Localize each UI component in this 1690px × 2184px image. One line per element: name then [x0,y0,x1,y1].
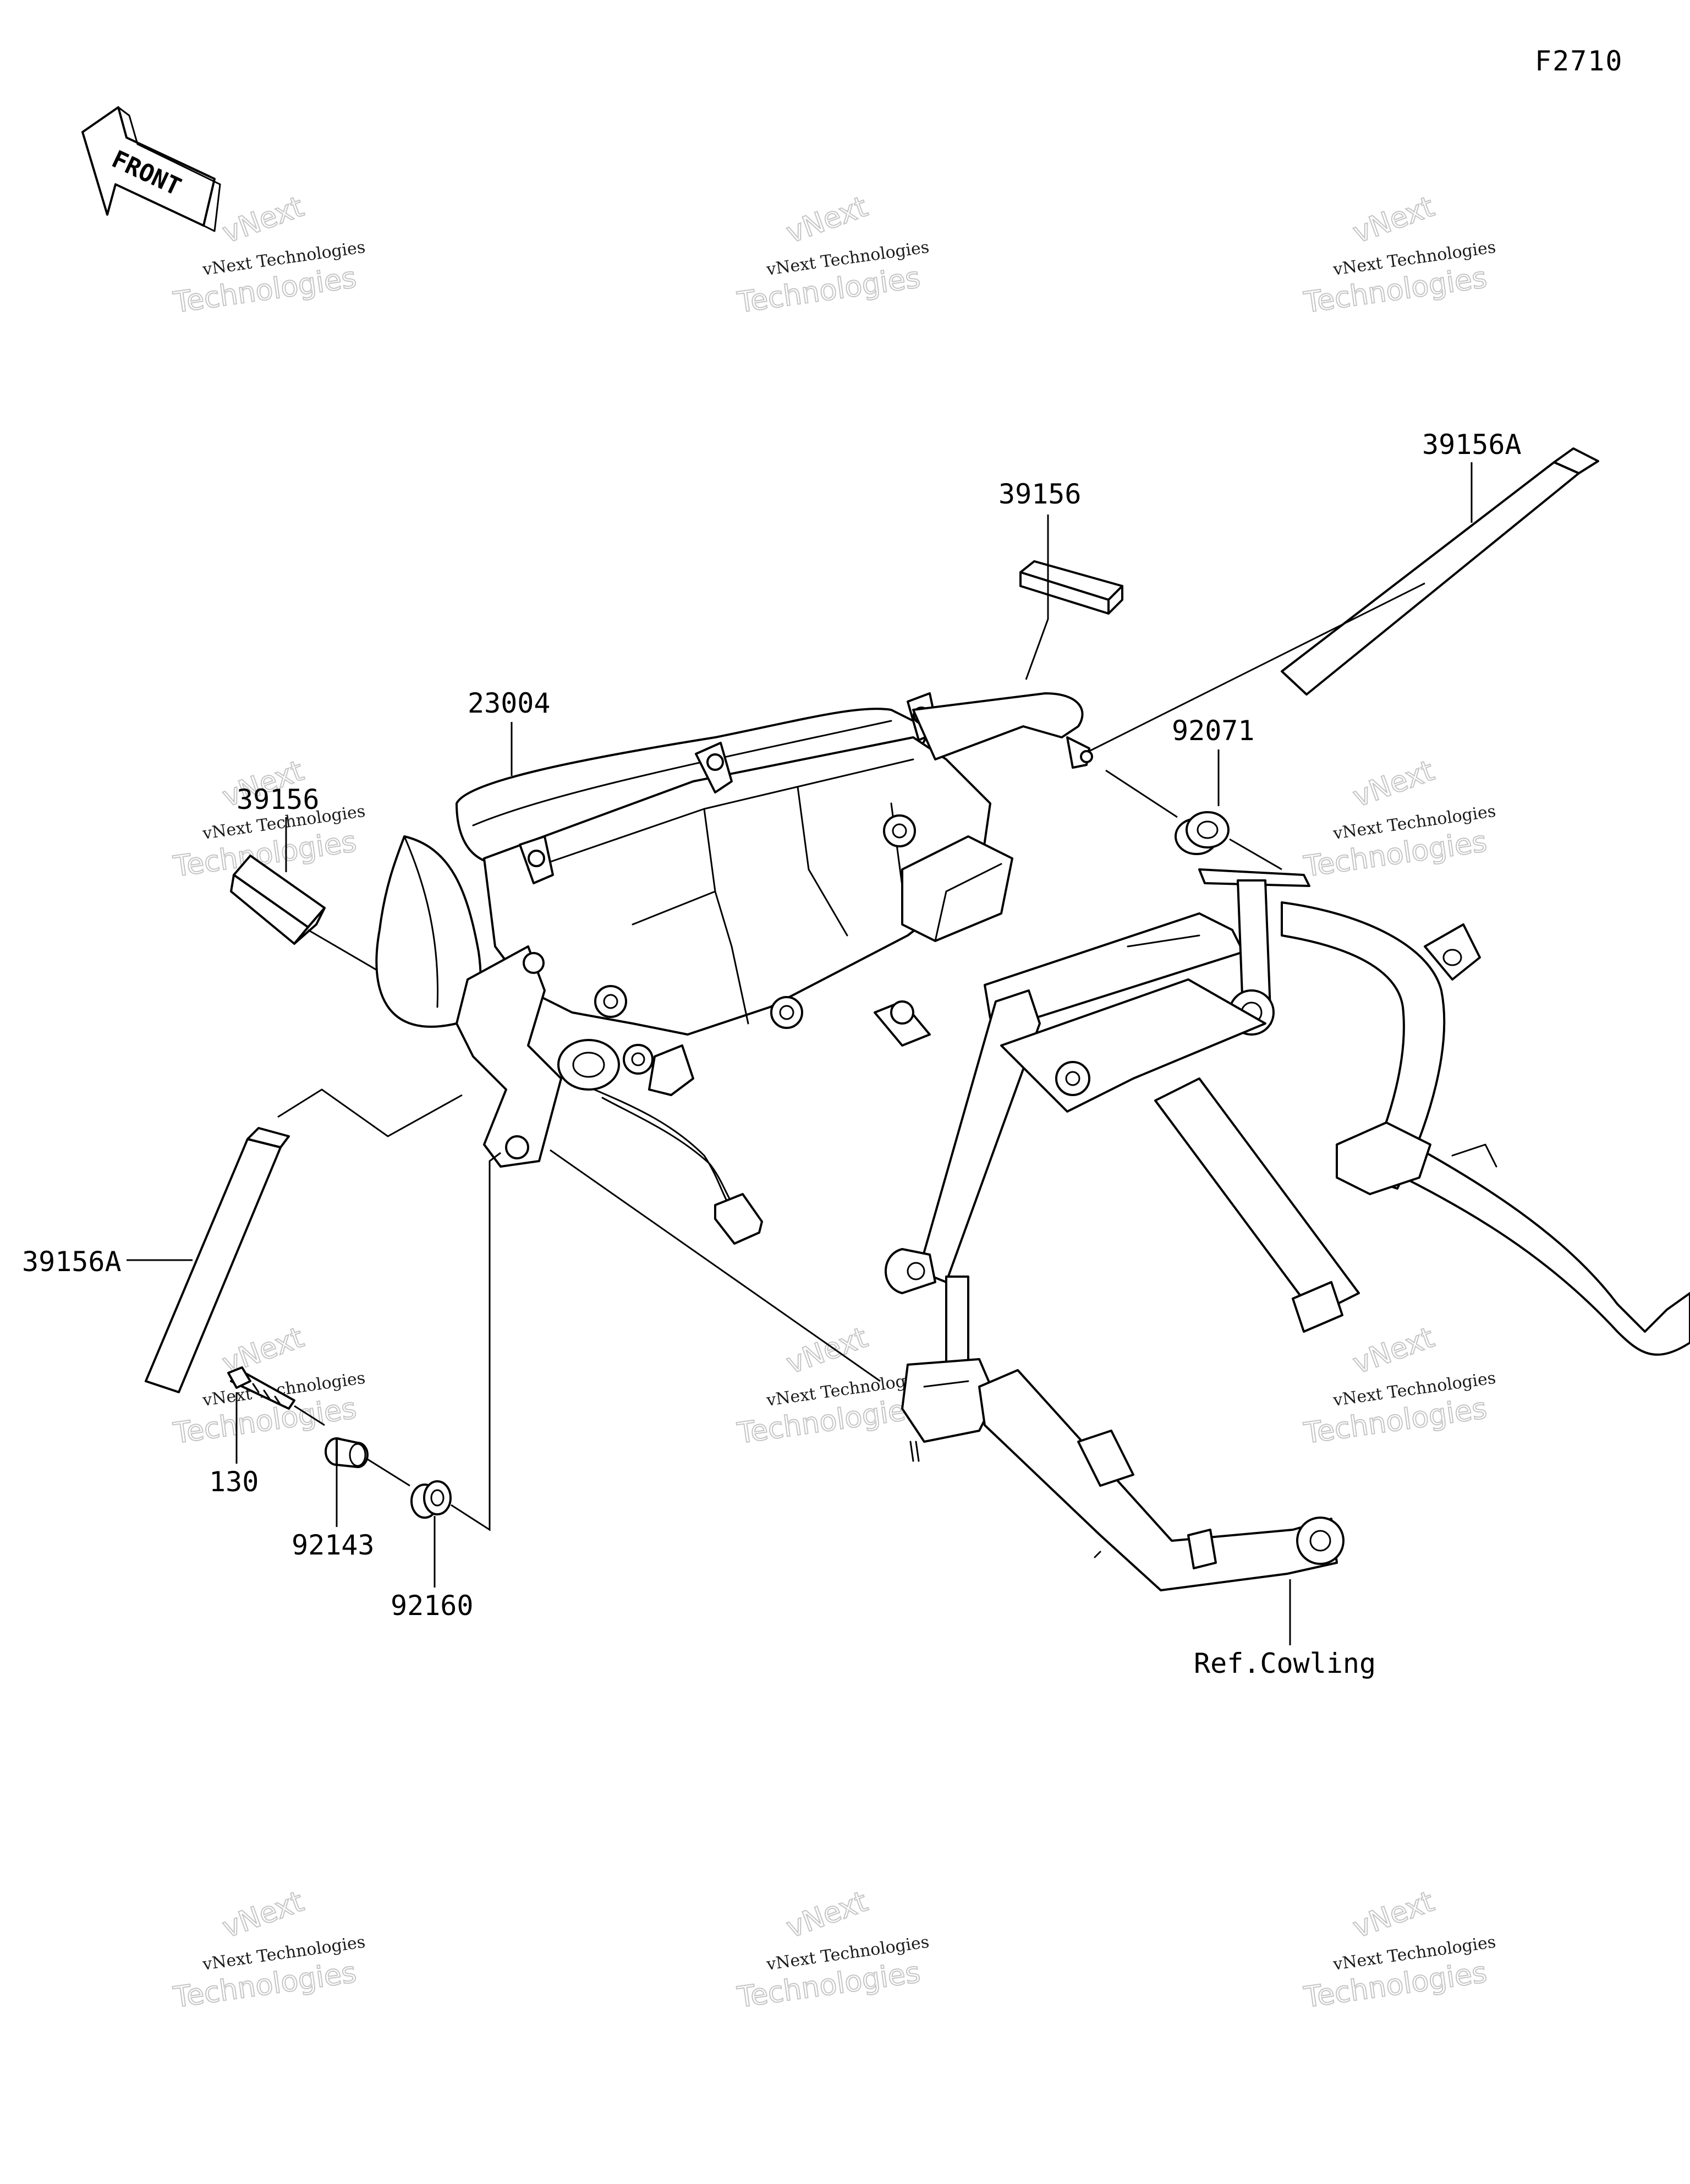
pad-39156-left [230,855,326,945]
watermark-outline: vNext [1349,1885,1439,1945]
watermark-layer: vNext Technologies vNext Technologies vN… [171,190,1497,2015]
watermark-outline: vNext [218,1885,308,1945]
label-39156-left: 39156 [237,784,320,815]
pad-39156-upper [1019,560,1123,615]
watermark-outline: vNext [782,1885,872,1945]
watermark-outline: vNext [218,190,308,250]
label-ref-cowling: Ref.Cowling [1194,1647,1376,1679]
headlight-assembly-23004 [375,692,1093,1245]
grommet-92160 [410,1480,452,1519]
watermark-outline: vNext [782,1321,872,1381]
watermark-outline: vNext [782,190,872,250]
label-39156a-left: 39156A [22,1246,122,1278]
pad-39156a-upper [1281,447,1599,696]
label-23004: 23004 [468,687,551,719]
collar-92143 [325,1437,369,1468]
cowl-stay-frame [874,868,1690,1591]
watermark-outline: vNext [1349,1321,1439,1381]
label-92071: 92071 [1172,715,1255,747]
label-130: 130 [209,1466,259,1498]
watermark-outline: vNext [1349,190,1439,250]
grommet-92071 [1175,811,1230,855]
label-92143: 92143 [292,1529,375,1561]
label-39156-upper: 39156 [998,478,1082,510]
bolt-130 [227,1366,295,1410]
label-39156a-upper: 39156A [1422,429,1522,461]
pad-39156a-left [145,1127,290,1393]
watermark-outline: vNext [1349,754,1439,814]
label-92160: 92160 [391,1590,474,1622]
front-arrow-icon: FRONT [81,106,221,232]
figure-code: F2710 [1535,45,1623,77]
